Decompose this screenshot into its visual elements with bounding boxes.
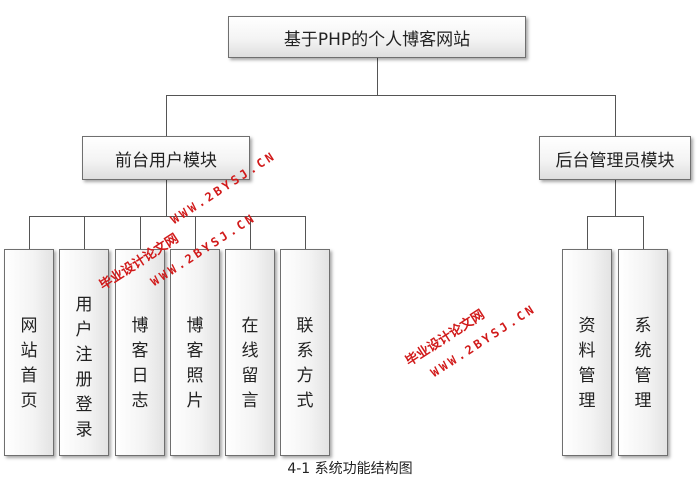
char: 户 (75, 320, 93, 340)
char: 在 (241, 316, 259, 336)
char: 留 (241, 366, 259, 386)
connector-front-down (166, 180, 167, 216)
char: 志 (131, 391, 149, 411)
connector-front-child-2 (84, 216, 85, 249)
connector-root-down (377, 58, 378, 95)
char: 客 (186, 341, 204, 361)
front-leaf-2: 用 户 注 册 登 录 (59, 249, 109, 456)
connector-front-child-3 (140, 216, 141, 249)
char: 片 (186, 391, 204, 411)
char: 登 (75, 395, 93, 415)
char: 式 (296, 391, 314, 411)
char: 注 (75, 345, 93, 365)
front-leaf-6: 联 系 方 式 (280, 249, 330, 456)
connector-back-down (615, 180, 616, 216)
char: 日 (131, 366, 149, 386)
front-leaf-1: 网 站 首 页 (4, 249, 54, 456)
connector-back-child-1 (587, 216, 588, 249)
char: 言 (241, 391, 259, 411)
char: 料 (578, 341, 596, 361)
char: 方 (296, 366, 314, 386)
connector-front-child-4 (195, 216, 196, 249)
connector-front-child-1 (29, 216, 30, 249)
char: 客 (131, 341, 149, 361)
back-module-node: 后台管理员模块 (539, 136, 691, 180)
char: 系 (634, 316, 652, 336)
char: 理 (634, 391, 652, 411)
front-module-node: 前台用户模块 (82, 136, 250, 180)
back-leaf-1: 资 料 管 理 (562, 249, 612, 456)
front-leaf-5: 在 线 留 言 (225, 249, 275, 456)
char: 博 (131, 316, 149, 336)
connector-back-bar (587, 216, 643, 217)
figure-caption: 4-1 系统功能结构图 (287, 461, 413, 477)
char: 联 (296, 316, 314, 336)
front-module-label: 前台用户模块 (115, 150, 217, 171)
char: 管 (578, 366, 596, 386)
front-leaf-3: 博 客 日 志 (115, 249, 165, 456)
connector-front-child-6 (305, 216, 306, 249)
back-module-label: 后台管理员模块 (555, 150, 675, 171)
connector-top-bar (166, 95, 615, 96)
back-leaf-2: 系 统 管 理 (618, 249, 668, 456)
connector-front-bar (29, 216, 305, 217)
root-node-label: 基于PHP的个人博客网站 (283, 29, 471, 50)
connector-back-child-2 (643, 216, 644, 249)
char: 理 (578, 391, 596, 411)
char: 用 (75, 295, 93, 315)
front-leaf-4: 博 客 照 片 (170, 249, 220, 456)
char: 博 (186, 316, 204, 336)
char: 统 (634, 341, 652, 361)
connector-front-up (166, 95, 167, 136)
char: 系 (296, 341, 314, 361)
char: 照 (186, 366, 204, 386)
char: 资 (578, 316, 596, 336)
connector-front-child-5 (250, 216, 251, 249)
char: 站 (20, 341, 38, 361)
root-node: 基于PHP的个人博客网站 (228, 16, 526, 58)
char: 首 (20, 366, 38, 386)
connector-back-up (615, 95, 616, 136)
char: 册 (75, 370, 93, 390)
char: 页 (20, 391, 38, 411)
char: 管 (634, 366, 652, 386)
char: 线 (241, 341, 259, 361)
char: 录 (75, 420, 93, 440)
char: 网 (20, 316, 38, 336)
